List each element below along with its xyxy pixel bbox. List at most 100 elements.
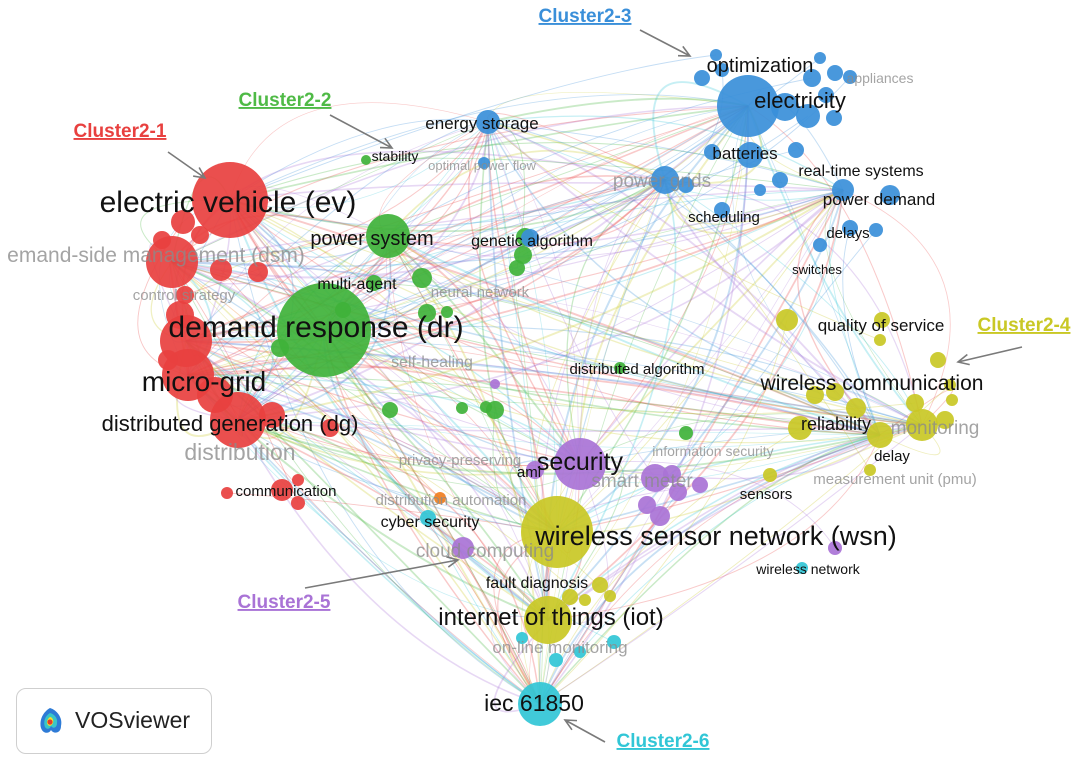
keyword-node[interactable] <box>846 398 866 418</box>
keyword-node[interactable] <box>321 419 339 437</box>
keyword-label-distributed-generation[interactable]: distributed generation (dg) <box>102 411 359 436</box>
keyword-node[interactable] <box>678 177 694 193</box>
keyword-node[interactable] <box>361 155 371 165</box>
keyword-label-demand-response[interactable]: demand response (dr) <box>168 311 463 344</box>
keyword-label-reliability[interactable]: reliability <box>801 414 871 434</box>
keyword-label-sensors[interactable]: sensors <box>740 486 793 503</box>
keyword-node[interactable] <box>771 93 799 121</box>
keyword-node[interactable] <box>796 562 808 574</box>
keyword-label-cyber-security[interactable]: cyber security <box>381 514 480 531</box>
keyword-node[interactable] <box>335 302 351 318</box>
keyword-label-wireless-communication[interactable]: wireless communication <box>760 372 984 395</box>
keyword-node[interactable] <box>874 334 886 346</box>
keyword-node[interactable] <box>259 402 285 428</box>
keyword-node[interactable] <box>944 379 956 391</box>
keyword-label-internet-of-things[interactable]: internet of things (iot) <box>438 604 663 631</box>
keyword-node[interactable] <box>420 510 436 526</box>
keyword-node[interactable] <box>704 144 720 160</box>
keyword-label-demand-side-management[interactable]: emand-side management (dsm) <box>7 244 305 267</box>
keyword-label-scheduling[interactable]: scheduling <box>688 209 760 226</box>
keyword-node[interactable] <box>366 275 382 291</box>
keyword-label-energy-storage[interactable]: energy storage <box>425 114 538 133</box>
keyword-label-optimization[interactable]: optimization <box>707 55 814 77</box>
keyword-label-fault-diagnosis[interactable]: fault diagnosis <box>486 575 588 592</box>
keyword-node[interactable] <box>651 166 679 194</box>
keyword-label-security[interactable]: security <box>537 448 624 476</box>
keyword-node[interactable] <box>692 477 708 493</box>
keyword-node[interactable] <box>788 416 812 440</box>
keyword-node[interactable] <box>554 438 606 490</box>
keyword-node[interactable] <box>434 492 446 504</box>
keyword-label-delays[interactable]: delays <box>826 225 869 242</box>
keyword-label-delay[interactable]: delay <box>874 448 910 465</box>
keyword-node[interactable] <box>514 246 532 264</box>
keyword-label-appliances[interactable]: appliances <box>847 70 914 86</box>
keyword-node[interactable] <box>694 70 710 86</box>
keyword-label-pmu[interactable]: measurement unit (pmu) <box>813 471 976 488</box>
keyword-node[interactable] <box>843 70 857 84</box>
keyword-node[interactable] <box>191 226 209 244</box>
keyword-node[interactable] <box>574 646 586 658</box>
keyword-label-multi-agent[interactable]: multi-agent <box>317 276 397 293</box>
keyword-label-batteries[interactable]: batteries <box>712 144 777 163</box>
keyword-label-power-system[interactable]: power system <box>310 228 433 250</box>
keyword-label-smart-meter[interactable]: smart meter <box>591 471 693 492</box>
keyword-label-switches[interactable]: switches <box>792 262 842 277</box>
keyword-label-distribution[interactable]: distribution <box>184 439 295 465</box>
keyword-node[interactable] <box>814 52 826 64</box>
keyword-label-self-healing[interactable]: self-healing <box>391 354 473 371</box>
keyword-label-monitoring[interactable]: monitoring <box>891 418 980 439</box>
keyword-node[interactable] <box>710 49 722 61</box>
keyword-node[interactable] <box>906 409 938 441</box>
keyword-node[interactable] <box>412 268 432 288</box>
keyword-node[interactable] <box>490 379 500 389</box>
keyword-node[interactable] <box>818 87 834 103</box>
keyword-node[interactable] <box>456 402 468 414</box>
keyword-label-communication[interactable]: communication <box>236 483 337 500</box>
keyword-node[interactable] <box>604 590 616 602</box>
keyword-node[interactable] <box>221 487 233 499</box>
keyword-node[interactable] <box>526 461 544 479</box>
keyword-node[interactable] <box>754 184 766 196</box>
keyword-node[interactable] <box>714 202 730 218</box>
keyword-label-micro-grid[interactable]: micro-grid <box>142 366 266 397</box>
keyword-node[interactable] <box>869 223 883 237</box>
keyword-node[interactable] <box>516 632 528 644</box>
keyword-node[interactable] <box>936 411 954 429</box>
keyword-node[interactable] <box>146 236 198 288</box>
keyword-node[interactable] <box>717 75 779 137</box>
keyword-node[interactable] <box>813 238 827 252</box>
keyword-node[interactable] <box>562 589 578 605</box>
keyword-node[interactable] <box>592 577 608 593</box>
keyword-node[interactable] <box>827 65 843 81</box>
keyword-label-electric-vehicle[interactable]: electric vehicle (ev) <box>100 186 357 219</box>
keyword-node[interactable] <box>366 214 410 258</box>
keyword-label-power-grids[interactable]: power grids <box>613 171 711 192</box>
keyword-node[interactable] <box>930 352 946 368</box>
keyword-node[interactable] <box>176 286 194 304</box>
keyword-label-cloud-computing[interactable]: cloud computing <box>416 541 554 562</box>
keyword-node[interactable] <box>549 653 563 667</box>
keyword-node[interactable] <box>291 496 305 510</box>
keyword-node[interactable] <box>806 386 824 404</box>
keyword-node[interactable] <box>478 157 490 169</box>
keyword-label-distribution-automation[interactable]: distribution automation <box>376 492 527 509</box>
keyword-node[interactable] <box>803 69 821 87</box>
keyword-node[interactable] <box>518 682 562 726</box>
keyword-node[interactable] <box>579 594 591 606</box>
keyword-node[interactable] <box>158 350 178 370</box>
keyword-label-quality-of-service[interactable]: quality of service <box>818 316 945 335</box>
keyword-node[interactable] <box>828 541 842 555</box>
keyword-node[interactable] <box>524 596 572 644</box>
keyword-label-optimal-power-flow[interactable]: optimal power flow <box>428 158 536 173</box>
keyword-node[interactable] <box>452 537 474 559</box>
keyword-node[interactable] <box>880 185 900 205</box>
keyword-label-control-strategy[interactable]: control strategy <box>133 287 236 304</box>
keyword-node[interactable] <box>715 63 729 77</box>
keyword-node[interactable] <box>521 496 593 568</box>
keyword-node[interactable] <box>638 496 656 514</box>
keyword-node[interactable] <box>679 426 693 440</box>
keyword-node[interactable] <box>826 110 842 126</box>
keyword-node[interactable] <box>248 262 268 282</box>
